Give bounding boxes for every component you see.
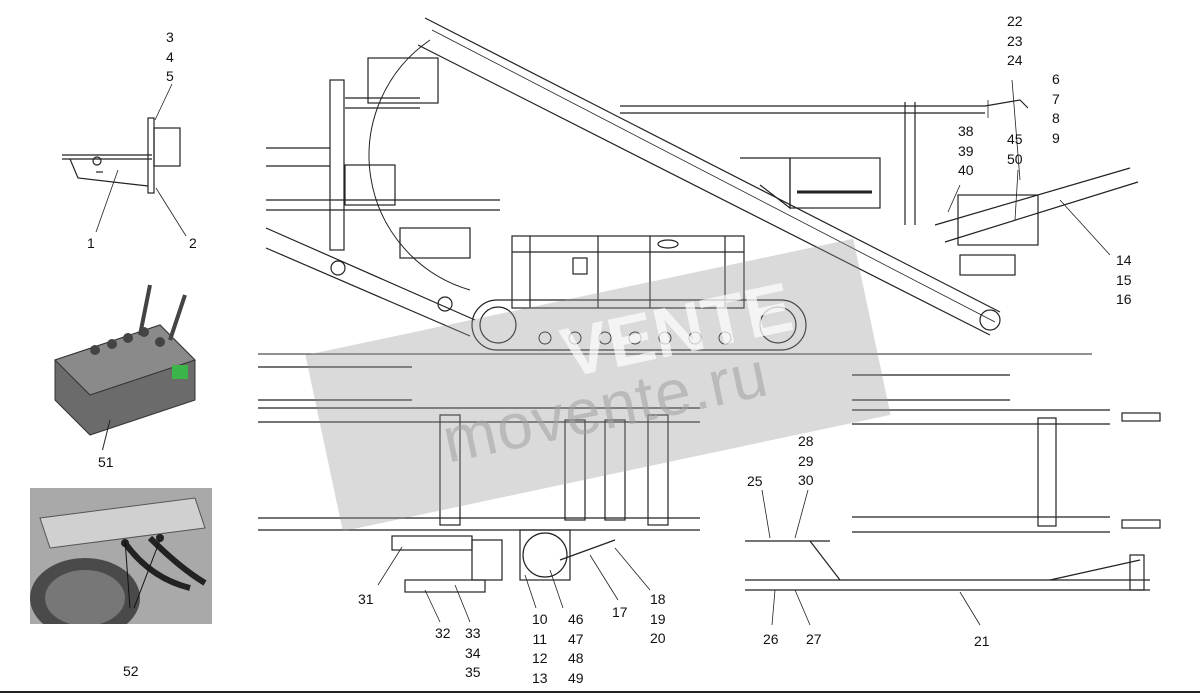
callout-10-11-12-13: 10 11 12 13	[532, 611, 548, 686]
callout-31: 31	[358, 591, 374, 607]
callout-22-23-24: 22 23 24	[1007, 13, 1023, 68]
bracket-detail	[62, 83, 187, 237]
callout-28-29-30: 28 29 30	[798, 433, 814, 488]
machine-side-view	[265, 17, 1139, 351]
valve-block-photo	[54, 284, 196, 450]
gearbox-photo	[30, 488, 212, 624]
callout-18-19-20: 18 19 20	[650, 591, 666, 646]
gearbox-leaders	[124, 540, 161, 609]
callout-33-34-35: 33 34 35	[465, 625, 481, 680]
callout-14-15-16: 14 15 16	[1116, 252, 1132, 307]
callout-1: 1	[87, 235, 95, 251]
plan-view-left	[258, 366, 700, 623]
callout-3-4-5: 3 4 5	[166, 29, 174, 84]
plan-view-right	[745, 374, 1161, 626]
callout-45-50: 45 50	[1007, 131, 1023, 167]
callout-27: 27	[806, 631, 822, 647]
callout-2: 2	[189, 235, 197, 251]
callout-17: 17	[612, 604, 628, 620]
callout-38-39-40: 38 39 40	[958, 123, 974, 178]
callout-52: 52	[123, 663, 139, 679]
callout-21: 21	[974, 633, 990, 649]
callout-25: 25	[747, 473, 763, 489]
callout-51: 51	[98, 454, 114, 470]
callout-46-47-48-49: 46 47 48 49	[568, 611, 584, 686]
callout-32: 32	[435, 625, 451, 641]
callout-26: 26	[763, 631, 779, 647]
callout-6-7-8-9: 6 7 8 9	[1052, 71, 1060, 146]
